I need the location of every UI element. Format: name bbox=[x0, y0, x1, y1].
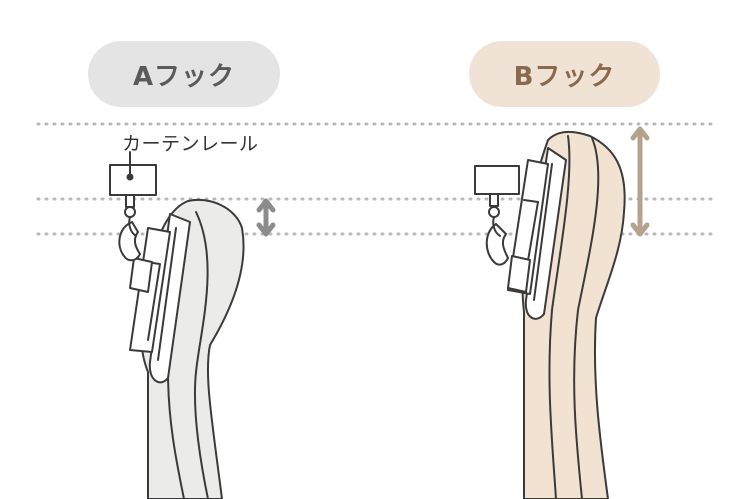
a-curtain-fold-2 bbox=[193, 211, 209, 499]
a-hook-curl bbox=[118, 221, 141, 262]
a-hook-illustration bbox=[109, 151, 245, 499]
a-hook-inner bbox=[157, 227, 177, 361]
b-rail-runner-stem bbox=[489, 193, 499, 207]
b-hook-clip bbox=[507, 255, 531, 293]
b-hook-inner bbox=[533, 163, 553, 301]
a-rail-runner bbox=[109, 164, 157, 196]
a-hook-label: Aフック bbox=[88, 41, 280, 107]
rail-leader-dot bbox=[126, 173, 134, 181]
b-hook-plate-slot bbox=[523, 199, 539, 285]
b-hook-label: Bフック bbox=[469, 41, 660, 107]
b-hook-curl bbox=[485, 223, 509, 266]
a-hook-plate bbox=[129, 227, 171, 353]
b-hook-body bbox=[524, 147, 567, 320]
curtain-rail-label: カーテンレール bbox=[122, 133, 259, 155]
a-runner-hook-wire bbox=[128, 216, 137, 237]
b-runner-pin bbox=[488, 206, 500, 218]
b-hook-illustration bbox=[474, 130, 626, 499]
a-runner-pin bbox=[124, 206, 136, 218]
b-curtain-fold-1 bbox=[548, 135, 571, 499]
b-rail-runner bbox=[474, 165, 520, 195]
b-curtain-fold-2 bbox=[573, 137, 600, 499]
a-rail-runner-stem bbox=[125, 194, 135, 208]
height-arrow-icon bbox=[630, 126, 650, 237]
height-arrow-icon bbox=[256, 198, 276, 237]
a-hook-clip bbox=[129, 257, 153, 293]
b-runner-hook-wire bbox=[492, 216, 501, 237]
